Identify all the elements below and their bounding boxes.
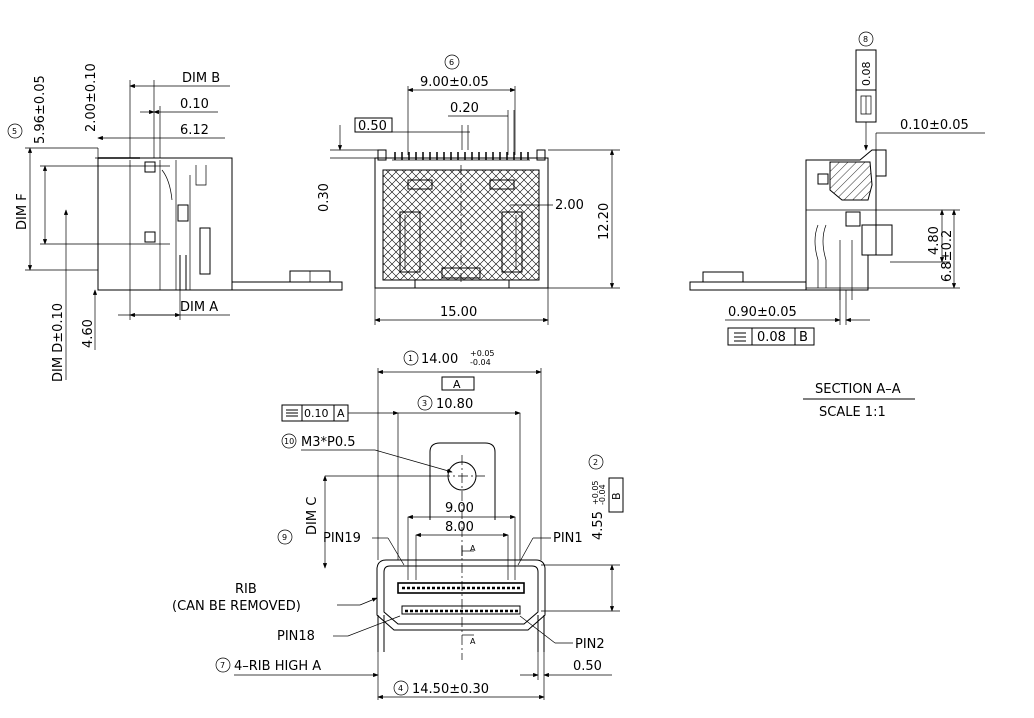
section-tol-value: 0.08 (757, 330, 786, 345)
dim-020-label: 0.20 (450, 101, 479, 116)
connector-shell (376, 559, 546, 631)
dim-b-label: DIM B (182, 71, 220, 86)
rib-high-label: 4–RIB HIGH A (234, 659, 321, 674)
svg-text:+0.05: +0.05 (591, 480, 600, 505)
callout-5 (7, 123, 23, 139)
callout-1 (403, 350, 419, 366)
dim-596-label: 5.96±0.05 (33, 75, 48, 144)
svg-text:+0.05: +0.05 (470, 349, 495, 358)
pin1-label: PIN1 (553, 531, 583, 546)
section-a-top: A (470, 544, 476, 553)
section-a-bottom: A (470, 637, 476, 646)
dim-1080-label: 10.80 (436, 397, 473, 412)
dim-68-label: 6.8±0.2 (940, 230, 955, 282)
dim-480-label: 4.80 (927, 226, 942, 255)
svg-text:6: 6 (449, 58, 454, 67)
dim-460-label: 4.60 (81, 319, 96, 348)
dim-900b-label: 9.00 (445, 501, 474, 516)
left-side-view: DIM B 0.10 6.12 2.00±0.10 5 5.96±0.05 DI… (7, 63, 343, 382)
dim-1500-label: 15.00 (440, 305, 477, 320)
dim-1220-label: 12.20 (597, 203, 612, 240)
dim-612-label: 6.12 (180, 123, 209, 138)
section-tol-frame (727, 327, 815, 346)
bottom-tol-value: 0.10 (304, 407, 329, 420)
pin19-label: PIN19 (323, 531, 361, 546)
dim-1450-label: 14.50±0.30 (412, 682, 489, 697)
callout-3 (417, 395, 433, 411)
dim-050b-label: 0.50 (573, 659, 602, 674)
dim-030-label: 0.30 (317, 183, 332, 212)
callout-8 (858, 31, 874, 47)
rib-label: RIB (235, 582, 257, 597)
callout-7 (215, 657, 231, 673)
dim-2-00-label: 2.00 (555, 198, 584, 213)
svg-text:2: 2 (593, 458, 598, 467)
callout-10 (281, 433, 297, 449)
callout-6 (444, 54, 460, 70)
svg-text:5: 5 (12, 127, 17, 136)
callout-9 (277, 529, 293, 545)
upper-contact-row (397, 582, 525, 594)
callout-2 (588, 454, 604, 470)
svg-text:9: 9 (282, 533, 287, 542)
svg-text:-0.04: -0.04 (598, 484, 607, 505)
svg-text:1: 1 (408, 354, 413, 363)
tol-008-label: 0.08 (860, 62, 873, 87)
dim-1400-label: 14.00 (421, 352, 458, 367)
rib-note-label: (CAN BE REMOVED) (172, 599, 301, 614)
dim-900-label: 9.00±0.05 (420, 75, 489, 90)
datum-b-box (608, 477, 624, 513)
dim-f-label: DIM F (15, 193, 30, 230)
datum-b-label: B (610, 492, 623, 500)
bottom-view: 1 14.00 +0.05 -0.04 A 0.10 A 3 10.80 10 … (172, 349, 624, 700)
section-title: SECTION A–A (815, 382, 901, 397)
front-view: 6 9.00±0.05 0.20 0.50 0.30 2.00 12.20 15… (317, 54, 620, 325)
dim-a-label: DIM A (180, 300, 218, 315)
dim-200-label: 2.00±0.10 (84, 63, 99, 132)
pin18-label: PIN18 (277, 629, 315, 644)
dim-455-label: 4.55 (591, 511, 606, 540)
m3-label: M3*P0.5 (301, 435, 356, 450)
section-scale: SCALE 1:1 (819, 405, 886, 420)
pin2-label: PIN2 (575, 637, 605, 652)
datum-a-label: A (453, 378, 461, 391)
dim-050-label: 0.50 (358, 119, 387, 134)
lower-contact-row (401, 605, 521, 615)
bottom-tol-ref: A (337, 407, 345, 420)
dim-c-label: DIM C (305, 497, 320, 535)
section-view: 8 0.08 0.10±0.05 4.80 6.8±0.2 (689, 31, 985, 420)
mounting-tab (429, 442, 496, 520)
section-hatch (829, 161, 873, 201)
front-pin-row (392, 152, 530, 161)
dim-010-label: 0.10 (180, 97, 209, 112)
svg-text:7: 7 (220, 661, 225, 670)
dim-800-label: 8.00 (445, 520, 474, 535)
svg-text:4: 4 (398, 684, 403, 693)
svg-text:10: 10 (284, 437, 294, 446)
svg-text:8: 8 (863, 35, 868, 44)
svg-text:3: 3 (422, 399, 427, 408)
left-body-outline (97, 157, 233, 291)
section-tol-ref: B (799, 330, 808, 345)
dim-d-label: DIM D±0.10 (51, 303, 66, 382)
datum-a-box (441, 376, 475, 391)
dim-090-label: 0.90±0.05 (728, 305, 797, 320)
dim-010-005-label: 0.10±0.05 (900, 118, 969, 133)
svg-text:-0.04: -0.04 (470, 358, 491, 367)
